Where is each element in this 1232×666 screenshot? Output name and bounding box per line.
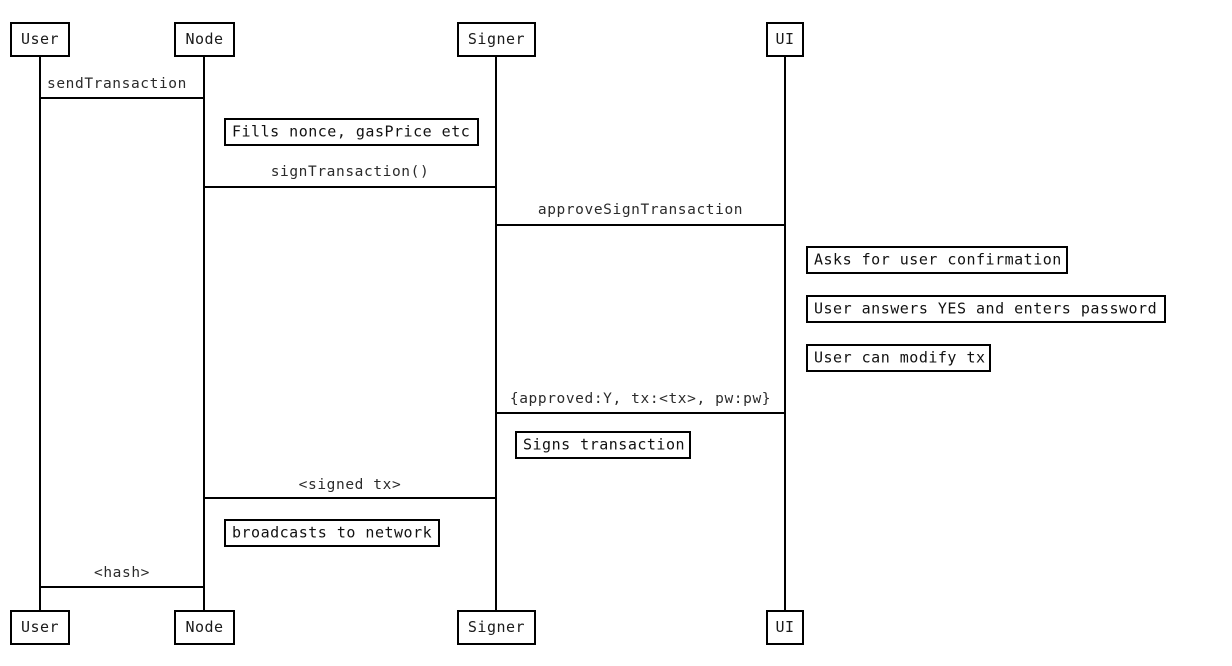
note-user-can-modify-tx: User can modify tx (806, 344, 991, 372)
actor-box-node-top[interactable]: Node (174, 22, 235, 57)
actor-label-ui-top: UI (775, 30, 795, 48)
note-text-asks-for-user-confirmation: Asks for user confirmation (814, 250, 1062, 269)
note-fills-nonce-gasprice: Fills nonce, gasPrice etc (224, 118, 479, 146)
actor-label-signer-bottom: Signer (467, 618, 526, 636)
note-text-broadcasts-to-network: broadcasts to network (232, 523, 433, 542)
lifeline-signer (495, 57, 497, 610)
note-signs-transaction: Signs transaction (515, 431, 691, 459)
actor-label-ui-bottom: UI (775, 618, 795, 636)
actor-label-user-bottom: User (20, 618, 60, 636)
note-text-user-answers-yes: User answers YES and enters password (814, 299, 1158, 318)
message-line-approve-sign-transaction (495, 224, 786, 226)
actor-box-node-bottom[interactable]: Node (174, 610, 235, 645)
message-label-sign-transaction: signTransaction() (270, 164, 430, 180)
message-line-sign-transaction (203, 186, 497, 188)
actor-box-user-top[interactable]: User (10, 22, 70, 57)
actor-box-signer-bottom[interactable]: Signer (457, 610, 536, 645)
actor-label-node-top: Node (185, 30, 224, 48)
actor-box-user-bottom[interactable]: User (10, 610, 70, 645)
message-label-send-transaction: sendTransaction (47, 76, 187, 92)
actor-label-signer-top: Signer (467, 30, 526, 48)
actor-box-signer-top[interactable]: Signer (457, 22, 536, 57)
note-text-signs-transaction: Signs transaction (523, 435, 686, 454)
message-label-signed-tx: <signed tx> (298, 477, 402, 493)
message-line-signed-tx (203, 497, 497, 499)
message-line-send-transaction (39, 97, 205, 99)
lifeline-ui (784, 57, 786, 610)
note-asks-for-user-confirmation: Asks for user confirmation (806, 246, 1068, 274)
note-broadcasts-to-network: broadcasts to network (224, 519, 440, 547)
message-label-approval-response: {approved:Y, tx:<tx>, pw:pw} (509, 391, 772, 407)
note-text-fills-nonce-gasprice: Fills nonce, gasPrice etc (232, 122, 471, 141)
actor-label-user-top: User (20, 30, 60, 48)
note-text-user-can-modify-tx: User can modify tx (814, 348, 986, 367)
message-line-hash (39, 586, 205, 588)
actor-label-node-bottom: Node (185, 618, 224, 636)
message-line-approval-response (495, 412, 786, 414)
message-label-approve-sign-transaction: approveSignTransaction (537, 202, 744, 218)
lifeline-node (203, 57, 205, 610)
note-user-answers-yes: User answers YES and enters password (806, 295, 1166, 323)
message-label-hash: <hash> (94, 565, 150, 581)
actor-box-ui-top[interactable]: UI (766, 22, 804, 57)
lifeline-user (39, 57, 41, 610)
actor-box-ui-bottom[interactable]: UI (766, 610, 804, 645)
